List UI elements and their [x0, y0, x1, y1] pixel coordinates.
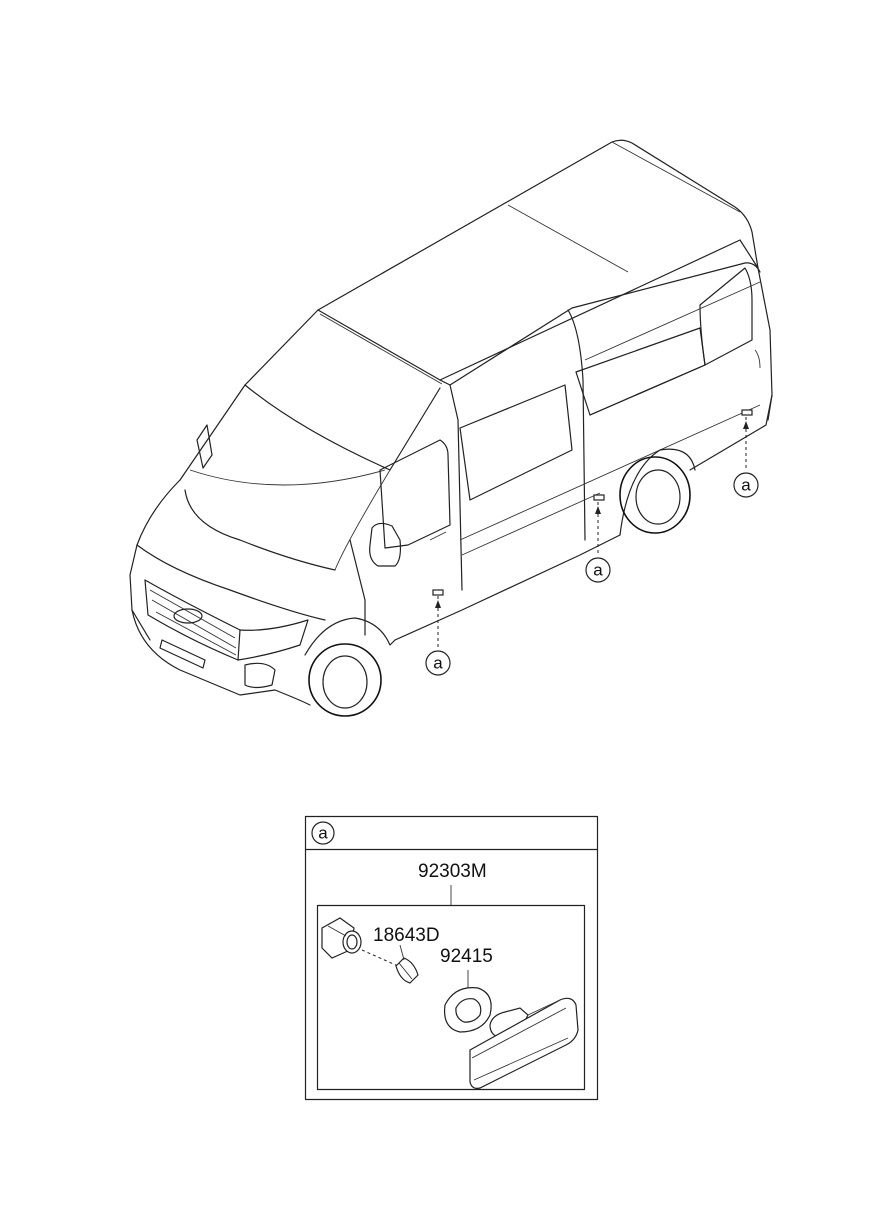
side-marker-lamp-middle: [593, 494, 605, 501]
callout-marker-middle: a: [585, 557, 611, 583]
svg-text:a: a: [593, 561, 603, 580]
callout-marker-rear: a: [733, 472, 759, 498]
bulb-part-number: 18643D: [373, 925, 440, 946]
gasket-icon: [443, 987, 492, 1033]
callout-marker-front: a: [425, 650, 451, 676]
detail-box-header-marker: a: [311, 821, 335, 845]
bulb-icon: [395, 957, 419, 984]
detail-box: [304, 815, 599, 1101]
assembly-inner-box: [316, 904, 586, 1091]
van-illustration: [129, 139, 773, 717]
svg-text:a: a: [433, 654, 443, 673]
socket-icon: [321, 917, 362, 959]
svg-text:a: a: [318, 824, 328, 843]
gasket-part-number: 92415: [440, 946, 493, 967]
side-marker-lamp-rear: [741, 409, 753, 416]
side-marker-lamp-front: [432, 589, 444, 596]
assembly-part-number: 92303M: [418, 861, 487, 882]
side-marker-lamp-icon: [469, 997, 579, 1089]
svg-text:a: a: [741, 476, 751, 495]
